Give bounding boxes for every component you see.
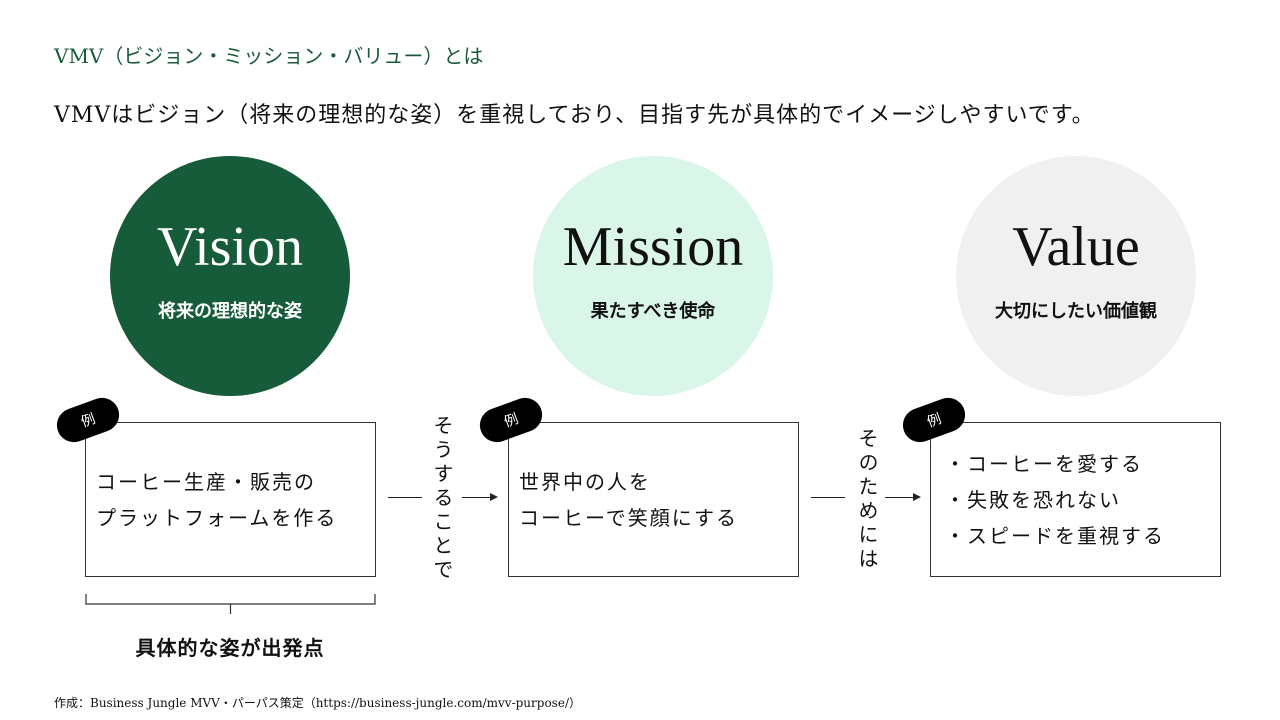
- subtitle: VMVはビジョン（将来の理想的な姿）を重視しており、目指す先が具体的でイメージし…: [54, 103, 1095, 128]
- vision-label: Vision: [157, 216, 303, 278]
- value-caption: 大切にしたい価値観: [995, 301, 1157, 322]
- box-line: ・コーヒーを愛する: [945, 451, 1143, 476]
- arrow-icon: [462, 491, 498, 503]
- box-line: ・スピードを重視する: [945, 523, 1165, 548]
- source-footer: 作成：Business Jungle MVV・パーパス策定（https://bu…: [54, 696, 581, 710]
- box-line: コーヒー生産・販売の: [96, 469, 316, 494]
- connector-text: そのためには: [855, 428, 879, 572]
- vision-circle: Vision 将来の理想的な姿: [110, 156, 350, 396]
- mission-example-box: 世界中の人を コーヒーで笑顔にする: [508, 422, 799, 577]
- box-line: プラットフォームを作る: [96, 505, 338, 530]
- page-title: VMV（ビジョン・ミッション・バリュー）とは: [54, 44, 484, 68]
- value-circle: Value 大切にしたい価値観: [956, 156, 1196, 396]
- vision-example-box: コーヒー生産・販売の プラットフォームを作る: [85, 422, 376, 577]
- box-line: 世界中の人を: [519, 469, 651, 494]
- value-label: Value: [1012, 216, 1140, 278]
- mission-circle: Mission 果たすべき使命: [533, 156, 773, 396]
- brace-icon: [85, 594, 376, 614]
- connector-line: [388, 497, 422, 499]
- connector-text: そうすることで: [430, 415, 454, 583]
- vision-caption: 将来の理想的な姿: [158, 301, 302, 322]
- box-line: ・失敗を恐れない: [945, 487, 1121, 512]
- brace-label: 具体的な姿が出発点: [135, 636, 325, 660]
- mission-caption: 果たすべき使命: [590, 301, 716, 322]
- value-example-box: ・コーヒーを愛する ・失敗を恐れない ・スピードを重視する: [930, 422, 1221, 577]
- box-line: コーヒーで笑顔にする: [519, 505, 738, 530]
- connector-line: [811, 497, 845, 499]
- arrow-icon: [885, 491, 921, 503]
- mission-label: Mission: [562, 216, 744, 278]
